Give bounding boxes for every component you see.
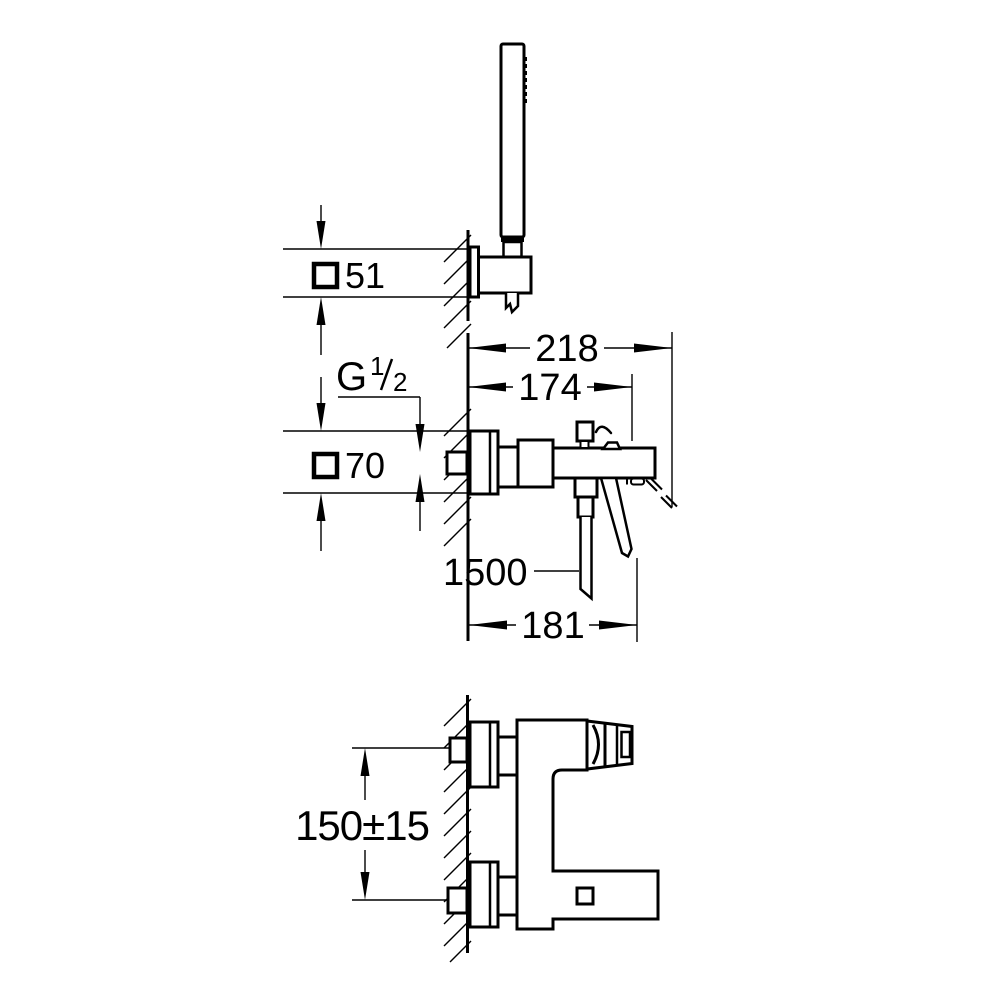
dim-150-label: 150±15 — [295, 802, 429, 849]
arrow-up — [360, 748, 370, 776]
lever-handle-side — [599, 476, 633, 559]
thread-nipple — [445, 450, 469, 476]
square-symbol — [311, 451, 340, 480]
escutcheon-bottom-front — [468, 860, 500, 929]
spray-face-nubs — [523, 57, 527, 103]
holder-outlet-stub — [504, 293, 520, 315]
mixer-front-view — [443, 695, 660, 963]
escutcheon-side — [468, 429, 500, 496]
union-connector — [496, 445, 520, 489]
arrow-down — [360, 872, 370, 900]
hose-nut-upper — [573, 476, 599, 499]
hose-length-callout: 1500 — [443, 552, 579, 594]
arrow-down — [316, 221, 326, 249]
square-symbol — [311, 261, 340, 290]
union-nut-top — [496, 735, 519, 777]
dimension-181: 181 — [469, 558, 638, 647]
thread-denominator: 2 — [393, 367, 407, 397]
hand-shower-joint-band — [501, 236, 524, 242]
thread-g-label: G — [336, 355, 367, 399]
arrow-up — [415, 474, 425, 502]
arrow-right — [634, 343, 672, 353]
dim-1500-label: 1500 — [443, 552, 528, 594]
diverter-pull-mark — [594, 425, 613, 435]
thread-numerator: 1 — [370, 351, 384, 381]
mixer-body-front — [515, 718, 660, 931]
lever-pivot-base — [600, 441, 622, 451]
dimension-150-15: 150±15 — [295, 747, 449, 901]
dim-51-label: 51 — [345, 255, 385, 296]
arrow-down — [415, 424, 425, 452]
fraction-slash — [379, 358, 394, 391]
arrow-down — [316, 403, 326, 431]
shower-hose — [579, 517, 593, 602]
arrow-up — [316, 493, 326, 521]
hose-nut-lower — [576, 495, 595, 519]
mixer-body — [551, 446, 657, 480]
hand-shower-body — [499, 42, 526, 239]
hand-shower-grip — [502, 240, 523, 259]
dim-181-label: 181 — [521, 605, 584, 647]
arrow-up — [316, 297, 326, 325]
lever-end-slot — [620, 730, 632, 759]
inlet-fitting-top — [448, 736, 469, 764]
arrow-left — [468, 343, 506, 353]
dimension-holder-51: 51 — [283, 205, 468, 355]
diverter-knob — [575, 420, 595, 443]
dim-70-label: 70 — [345, 445, 385, 486]
arrow-left — [468, 382, 506, 392]
dim-174-label: 174 — [518, 367, 581, 409]
spout-window — [575, 886, 595, 906]
arrow-right — [599, 620, 637, 630]
cartridge-cap-arc — [591, 724, 600, 765]
mixer-side-view — [443, 333, 678, 641]
dimension-218: 218 — [468, 328, 673, 507]
arrow-right — [594, 382, 632, 392]
shower-holder-body — [477, 255, 533, 295]
arrow-left — [469, 620, 507, 630]
diverter-stem — [579, 440, 590, 449]
inlet-fitting-bottom — [446, 886, 469, 915]
thread-size-callout: G 1 2 — [336, 351, 425, 531]
escutcheon-top-front — [468, 720, 500, 789]
dimension-escutcheon-70: 70 — [283, 377, 468, 551]
cartridge-block — [516, 438, 555, 489]
union-nut-bottom — [496, 875, 519, 917]
dimension-174: 174 — [468, 367, 633, 441]
aerator — [630, 477, 645, 486]
hand-shower-side-view — [443, 42, 533, 349]
wall-hatch-top — [443, 234, 472, 349]
dim-218-label: 218 — [535, 328, 598, 370]
